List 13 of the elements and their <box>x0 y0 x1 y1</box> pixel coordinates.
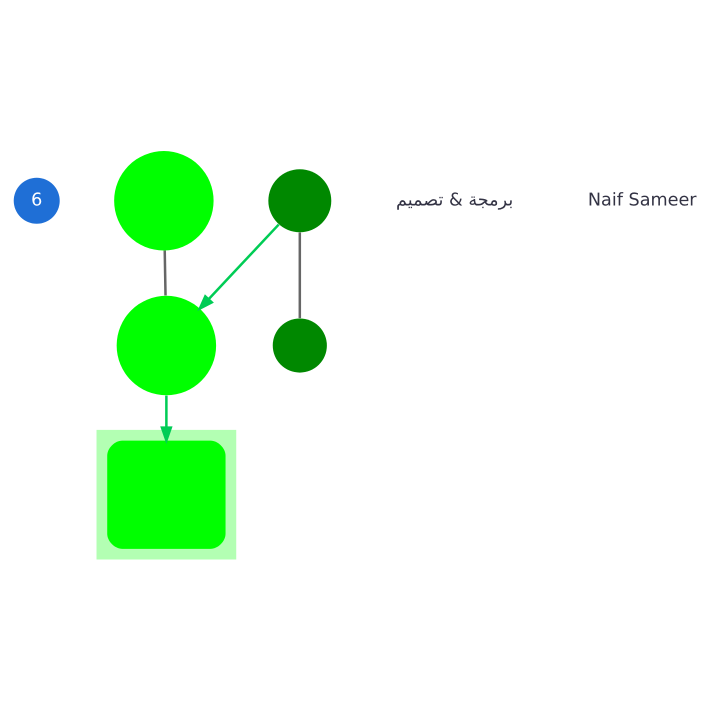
node-circle <box>116 296 216 396</box>
label: Naif Sameer <box>588 190 697 210</box>
connector <box>298 232 302 318</box>
cluster <box>96 430 236 560</box>
node-circle <box>272 318 327 373</box>
arrow <box>197 224 280 312</box>
node-circle <box>114 151 214 250</box>
node-circle <box>268 169 332 232</box>
node-circle: 6 <box>14 178 60 224</box>
connector <box>163 250 167 296</box>
arrow <box>160 396 173 444</box>
node-box <box>107 440 226 549</box>
label: برمجة & تصميم <box>396 190 514 210</box>
